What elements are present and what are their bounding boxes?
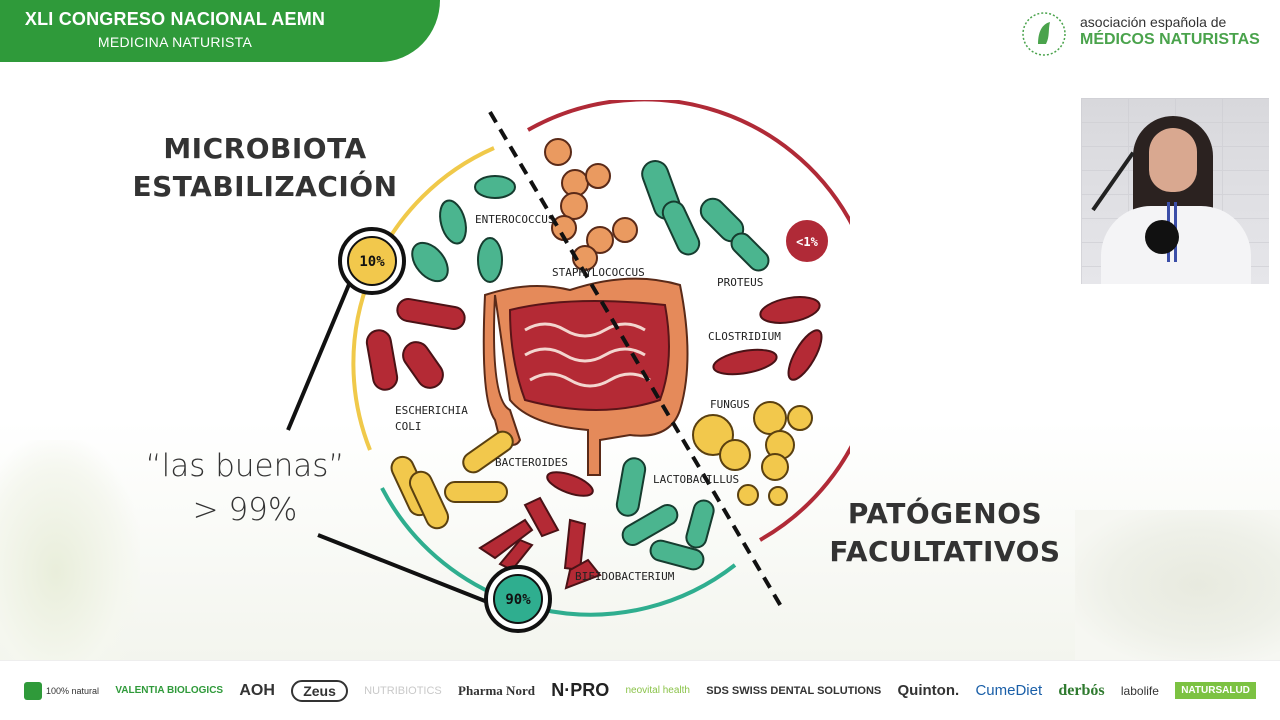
sponsor-logo: Quinton. xyxy=(897,682,960,699)
label-proteus: PROTEUS xyxy=(717,276,763,289)
good-caption-line1: “las buenas” xyxy=(145,448,345,484)
microphone-icon xyxy=(1145,220,1179,254)
event-title: XLI CONGRESO NACIONAL AEMN xyxy=(24,9,326,29)
clostridium-bacteria xyxy=(712,296,823,381)
badge-lt1-text: <1% xyxy=(796,235,818,249)
title-facultativos: FACULTATIVOS xyxy=(829,535,1061,568)
label-enterococcus: ENTEROCOCCUS xyxy=(475,213,554,226)
slide-title-right: PATÓGENOS FACULTATIVOS xyxy=(815,495,1075,571)
sponsor-logo: neovital health xyxy=(625,685,690,696)
fungus-cells xyxy=(692,401,813,506)
good-bacteria-caption: “las buenas” > 99% xyxy=(120,444,370,532)
bifidobacterium-bacteria xyxy=(478,496,602,590)
leaf-icon xyxy=(24,681,42,700)
sponsor-logo: VALENTIA BIOLOGICS xyxy=(115,685,224,696)
connector-line-10 xyxy=(286,281,352,431)
sponsor-bar: 100% natural VALENTIA BIOLOGICS AOH Zeus… xyxy=(0,660,1280,720)
sponsor-logo: N·PRO xyxy=(551,680,610,700)
good-caption-line2: > 99% xyxy=(192,492,298,528)
label-bifidobacterium: BIFIDOBACTERIUM xyxy=(575,570,675,583)
proteus-bacteria xyxy=(641,160,770,272)
dashed-divider xyxy=(488,110,784,610)
label-coli: COLI xyxy=(395,420,422,433)
intestine-illustration xyxy=(482,277,689,476)
sponsor-logo: Pharma Nord xyxy=(458,682,535,698)
sponsor-logo: derbós xyxy=(1058,681,1105,699)
enterococcus-bacteria xyxy=(411,175,516,283)
badge-10-percent: 10% xyxy=(338,227,406,295)
slide-title-left: MICROBIOTA ESTABILIZACIÓN xyxy=(120,130,410,206)
leaves-decoration-left xyxy=(0,440,140,660)
label-clostridium: CLOSTRIDIUM xyxy=(708,330,781,343)
sponsor-logo: Zeus xyxy=(291,679,348,702)
bacteroides-bacteria xyxy=(390,430,514,530)
title-microbiota: MICROBIOTA xyxy=(163,132,367,165)
leaves-decoration-right xyxy=(1075,510,1280,660)
label-staphylococcus: STAPHYLOCOCCUS xyxy=(552,266,645,279)
event-banner: XLI CONGRESO NACIONAL AEMN MEDICINA NATU… xyxy=(0,0,440,62)
association-line1: asociación española de xyxy=(1080,14,1227,30)
red-arc xyxy=(527,100,850,542)
label-fungus: FUNGUS xyxy=(710,398,750,411)
label-lactobacillus: LACTOBACILLUS xyxy=(653,473,739,486)
title-estabilizacion: ESTABILIZACIÓN xyxy=(132,170,398,203)
escherichia-coli-bacteria xyxy=(365,298,466,391)
label-bacteroides: BACTEROIDES xyxy=(495,456,568,469)
title-patogenos: PATÓGENOS xyxy=(847,497,1043,530)
association-emblem-icon xyxy=(1022,12,1066,56)
connector-line-90 xyxy=(317,533,491,605)
badge-10-text: 10% xyxy=(359,254,385,270)
speaker-video xyxy=(1081,98,1269,284)
sponsor-logo: labolife xyxy=(1120,683,1159,698)
label-escherichia: ESCHERICHIA xyxy=(395,404,468,417)
association-logo: asociación española de MÉDICOS NATURISTA… xyxy=(1020,8,1275,58)
badge-less-than-1-percent: <1% xyxy=(784,218,830,264)
staphylococcus-bacteria xyxy=(544,138,638,271)
sponsor-logo: 100% natural xyxy=(24,681,99,700)
event-subtitle: MEDICINA NATURISTA xyxy=(97,34,253,50)
sponsor-logo: CumeDiet xyxy=(975,682,1043,699)
badge-90-text: 90% xyxy=(505,592,531,608)
sponsor-logo: NUTRIBIOTICS xyxy=(364,684,442,697)
lactobacillus-bacteria xyxy=(615,457,715,571)
microbiota-diagram: ENTEROCOCCUS STAPHYLOCOCCUS PROTEUS CLOS… xyxy=(338,100,850,633)
sponsor-logo: AOH xyxy=(239,681,275,699)
sponsor-logo: NATURSALUD xyxy=(1175,682,1256,699)
association-line2: MÉDICOS NATURISTAS xyxy=(1080,31,1260,48)
sponsor-logo: SDS SWISS DENTAL SOLUTIONS xyxy=(706,684,882,697)
badge-90-percent: 90% xyxy=(484,565,552,633)
bacteroides-red-rod xyxy=(546,471,594,497)
